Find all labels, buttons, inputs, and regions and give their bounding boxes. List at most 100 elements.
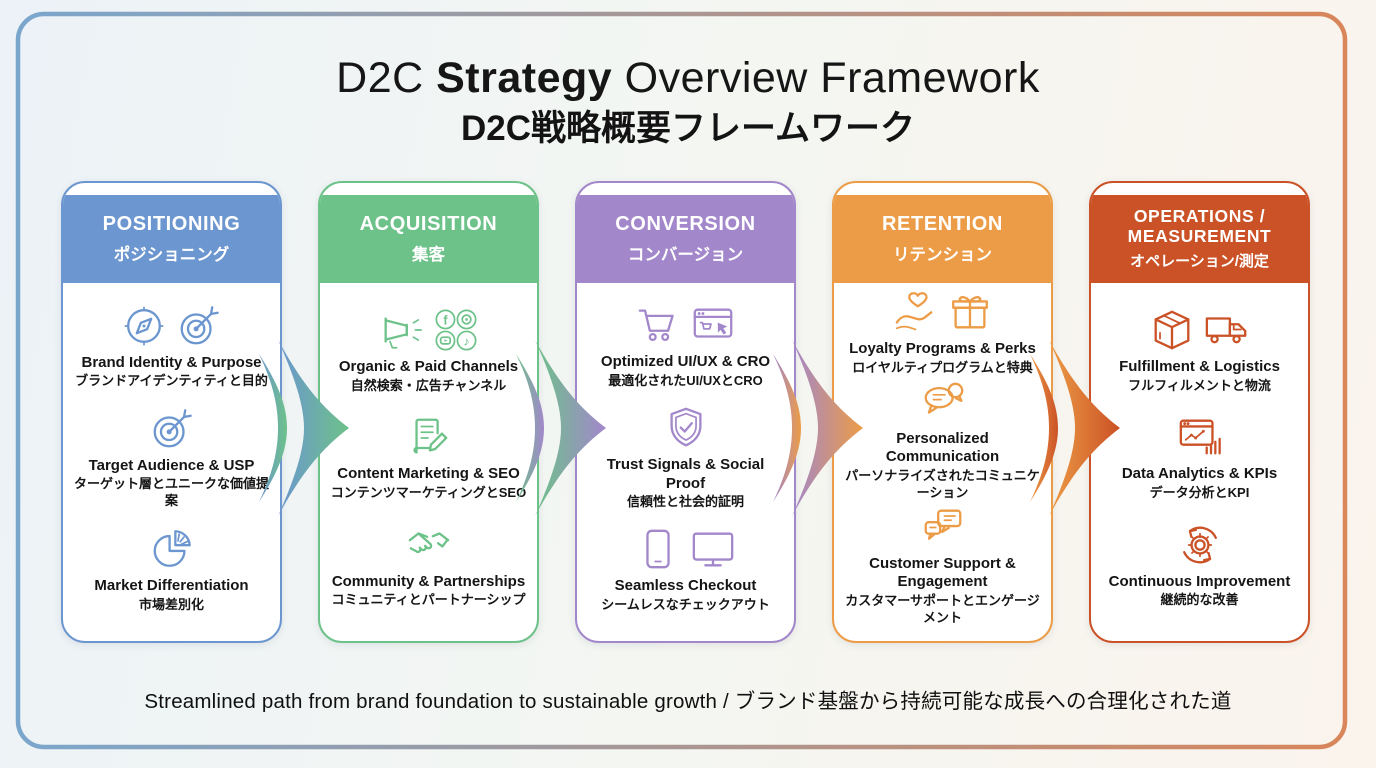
flow-arrow-1 (259, 340, 349, 516)
item-continuous-improvement: Continuous Improvement 継続的な改善 (1101, 522, 1298, 610)
item-customer-support: Customer Support & Engagement カスタマーサポートと… (844, 504, 1041, 627)
item-market-differentiation: Market Differentiation 市場差別化 (73, 526, 270, 614)
item-icons (844, 289, 1041, 335)
stage-title-ja: コンバージョン (627, 245, 744, 264)
item-label-en: Brand Identity & Purpose (81, 353, 262, 371)
target-icon (176, 303, 222, 349)
flow-arrow-3 (773, 340, 863, 516)
item-icons (587, 405, 784, 451)
item-fulfillment-logistics: Fulfillment & Logistics フルフィルメントと物流 (1101, 307, 1298, 395)
item-label-en: Optimized UI/UX & CRO (600, 353, 771, 371)
item-content-seo: Content Marketing & SEO コンテンツマーケティングとSEO (330, 414, 527, 502)
frame-border (15, 11, 1348, 750)
item-label-en: Market Differentiation (94, 576, 249, 594)
social-icon (433, 307, 479, 353)
item-label-ja: コンテンツマーケティングとSEO (330, 484, 527, 500)
title-en-suffix: Overview Framework (612, 54, 1040, 102)
item-icons (844, 504, 1041, 550)
compass-icon (121, 303, 167, 349)
page-title-en: D2C Strategy Overview Framework (0, 52, 1376, 104)
stage-cards-row: POSITIONING ポジショニング Brand Identity & Pur… (61, 181, 1310, 643)
item-label-ja: 最適化されたUI/UXとCRO (608, 372, 763, 388)
item-data-analytics: Data Analytics & KPIs データ分析とKPI (1101, 414, 1298, 502)
cart-icon (635, 302, 681, 348)
item-label-ja: ターゲット層とユニークな価値提案 (73, 476, 269, 509)
item-icons (330, 414, 527, 460)
stage-card-conversion: CONVERSION コンバージョン Optimized UI/UX & CRO… (575, 181, 796, 643)
phone-icon (635, 526, 681, 572)
stage-title-ja: ポジショニング (113, 245, 230, 264)
item-label-en: Organic & Paid Channels (338, 357, 519, 375)
item-label-ja: フルフィルメントと物流 (1128, 377, 1271, 393)
stage-header-positioning: POSITIONING ポジショニング (63, 195, 280, 283)
stage-card-positioning: POSITIONING ポジショニング Brand Identity & Pur… (61, 181, 282, 643)
stage-header-acquisition: ACQUISITION 集客 (320, 195, 537, 283)
item-label-ja: 継続的な改善 (1160, 592, 1239, 608)
stage-items: Organic & Paid Channels 自然検索・広告チャンネル Con… (320, 283, 537, 641)
item-label-ja: 市場差別化 (138, 596, 204, 612)
item-icons (587, 526, 784, 572)
footer-tagline: Streamlined path from brand foundation t… (144, 690, 1232, 713)
item-label-en: Community & Partnerships (331, 572, 526, 590)
stage-items: Optimized UI/UX & CRO 最適化されたUI/UXとCRO Tr… (577, 283, 794, 641)
target-icon (149, 406, 195, 452)
item-label-ja: データ分析とKPI (1149, 484, 1250, 500)
flow-arrow-2 (516, 340, 606, 516)
item-icons (73, 406, 270, 452)
handshake-icon (406, 522, 452, 568)
item-label-ja: シームレスなチェックアウト (601, 597, 770, 613)
gift-icon (947, 289, 993, 335)
stage-header-operations: OPERATIONS / MEASUREMENT オペレーション/測定 (1091, 195, 1308, 283)
item-organic-paid: Organic & Paid Channels 自然検索・広告チャンネル (330, 307, 527, 395)
page-title-ja: D2C戦略概要フレームワーク (461, 109, 915, 149)
item-label-en: Content Marketing & SEO (337, 465, 520, 483)
shield-icon (663, 405, 709, 451)
item-trust-signals: Trust Signals & Social Proof 信頼性と社会的証明 (587, 405, 784, 511)
item-icons (1101, 307, 1298, 353)
item-label-en: Fulfillment & Logistics (1119, 357, 1280, 375)
item-label-en: Personalized Communication (885, 429, 1000, 466)
stage-items: Brand Identity & Purpose ブランドアイデンティティと目的… (63, 283, 280, 641)
item-icons (73, 526, 270, 572)
item-label-en: Customer Support & Engagement (869, 554, 1016, 591)
item-icons (1101, 414, 1298, 460)
gear-refresh-icon (1177, 522, 1223, 568)
stage-title-en: ACQUISITION (359, 213, 498, 236)
monitor-icon (690, 526, 736, 572)
item-label-ja: カスタマーサポートとエンゲージメント (845, 593, 1040, 626)
browser-click-icon (690, 302, 736, 348)
chat-square-icon (920, 504, 966, 550)
analytics-icon (1177, 414, 1223, 460)
stage-card-operations: OPERATIONS / MEASUREMENT オペレーション/測定 Fulf… (1089, 181, 1310, 643)
item-label-ja: パーソナライズされたコミュニケーション (845, 468, 1040, 500)
truck-icon (1204, 307, 1250, 353)
pie-icon (149, 526, 195, 572)
item-label-en: Trust Signals & Social Proof (606, 455, 765, 492)
item-brand-identity: Brand Identity & Purpose ブランドアイデンティティと目的 (73, 303, 270, 391)
stage-items: Fulfillment & Logistics フルフィルメントと物流 Data… (1091, 283, 1308, 641)
item-label-ja: ロイヤルティプログラムと特典 (852, 359, 1033, 375)
item-icons (330, 307, 527, 353)
flow-arrow-4 (1030, 340, 1120, 516)
item-label-ja: 信頼性と社会的証明 (626, 494, 744, 510)
chat-round-icon (920, 379, 966, 425)
stage-title-ja: オペレーション/測定 (1130, 252, 1269, 270)
item-icons (844, 379, 1041, 425)
title-en-bold: Strategy (436, 54, 613, 102)
item-label-en: Loyalty Programs & Perks (849, 339, 1036, 357)
document-icon (406, 414, 452, 460)
item-community-partnerships: Community & Partnerships コミュニティとパートナーシップ (330, 522, 527, 610)
item-label-ja: コミュニティとパートナーシップ (331, 592, 526, 608)
item-optimized-uiux: Optimized UI/UX & CRO 最適化されたUI/UXとCRO (587, 302, 784, 390)
heart-hand-icon (892, 289, 938, 335)
stage-card-acquisition: ACQUISITION 集客 Organic & Paid Channels 自… (318, 181, 539, 643)
item-seamless-checkout: Seamless Checkout シームレスなチェックアウト (587, 526, 784, 614)
item-icons (587, 302, 784, 348)
stage-title-en: CONVERSION (615, 213, 756, 236)
item-loyalty-perks: Loyalty Programs & Perks ロイヤルティプログラムと特典 (844, 289, 1041, 377)
stage-title-en: RETENTION (882, 213, 1003, 236)
page-title: D2C Strategy Overview Framework D2C戦略概要フ… (0, 52, 1376, 151)
title-en-prefix: D2C (336, 54, 437, 102)
package-icon (1149, 307, 1195, 353)
item-label-ja: ブランドアイデンティティと目的 (75, 373, 268, 389)
